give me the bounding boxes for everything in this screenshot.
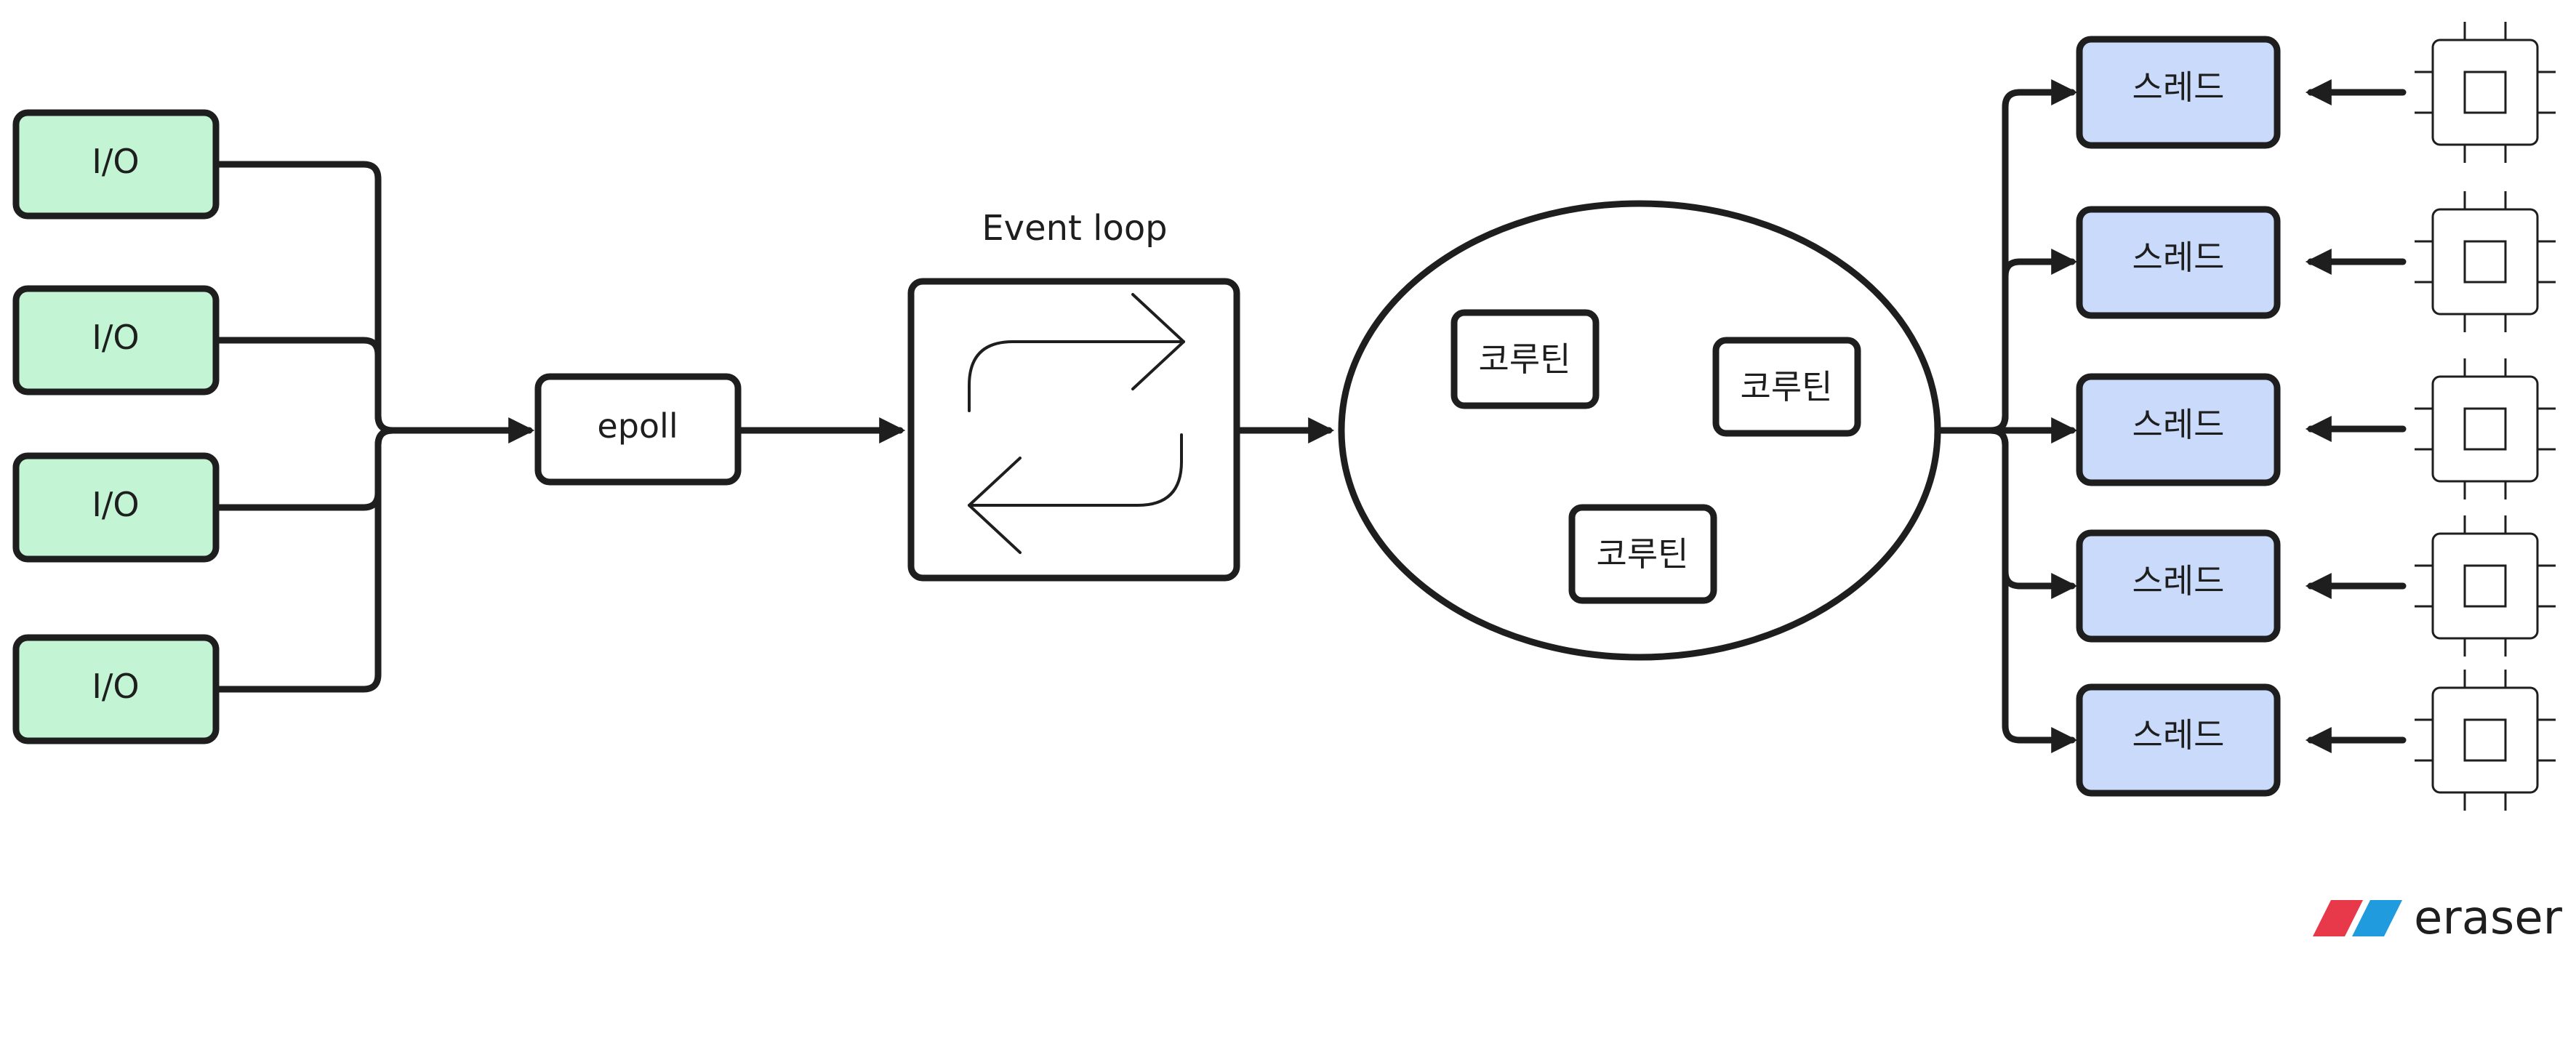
thread-box-4: 스레드 (2076, 529, 2281, 643)
cpu-chip-icon-5 (2415, 670, 2556, 811)
io-label: I/O (92, 142, 139, 181)
thread-label: 스레드 (2132, 68, 2225, 107)
eraser-logo-icon-left (2313, 900, 2363, 936)
io-label: I/O (92, 318, 139, 357)
io-box-3: I/O (12, 452, 220, 563)
cpu-chip-icon-3 (2415, 358, 2556, 499)
thread-box-3: 스레드 (2076, 373, 2281, 486)
coroutine-pool: 코루틴 코루틴 코루틴 (1338, 200, 1941, 661)
coroutine-box-2: 코루틴 (1712, 337, 1861, 437)
cpu-chip-icon-1 (2415, 22, 2556, 163)
thread-box-5: 스레드 (2076, 683, 2281, 797)
thread-label: 스레드 (2132, 561, 2225, 601)
epoll-box: epoll (534, 373, 742, 486)
io-label: I/O (92, 667, 139, 706)
cpu-to-thread-arrows (2305, 79, 2407, 753)
io-box-4: I/O (12, 634, 220, 744)
thread-label: 스레드 (2132, 405, 2225, 444)
coroutine-label: 코루틴 (1479, 340, 1571, 379)
io-merge-connectors (212, 161, 535, 693)
io-box-1: I/O (12, 109, 220, 220)
coroutine-box-3: 코루틴 (1568, 504, 1717, 604)
eraser-brand-name: eraser (2414, 891, 2563, 945)
eraser-brand: eraser (2313, 891, 2563, 945)
io-box-2: I/O (12, 285, 220, 395)
coroutine-label: 코루틴 (1597, 534, 1689, 574)
eraser-logo-icon-right (2352, 900, 2402, 936)
event-loop-caption: Event loop (982, 208, 1167, 249)
io-label: I/O (92, 485, 139, 524)
pool-to-thread-connectors (1934, 79, 2078, 753)
coroutine-box-1: 코루틴 (1450, 309, 1600, 409)
coroutine-label: 코루틴 (1741, 367, 1833, 406)
event-loop-box (907, 278, 1240, 582)
loop-arrows-icon (968, 293, 1185, 554)
thread-box-1: 스레드 (2076, 36, 2281, 149)
epoll-label: epoll (597, 406, 678, 446)
thread-label: 스레드 (2132, 715, 2225, 755)
cpu-chip-icon-2 (2415, 191, 2556, 332)
thread-box-2: 스레드 (2076, 206, 2281, 319)
thread-label: 스레드 (2132, 238, 2225, 277)
cpu-chip-icon-4 (2415, 515, 2556, 656)
